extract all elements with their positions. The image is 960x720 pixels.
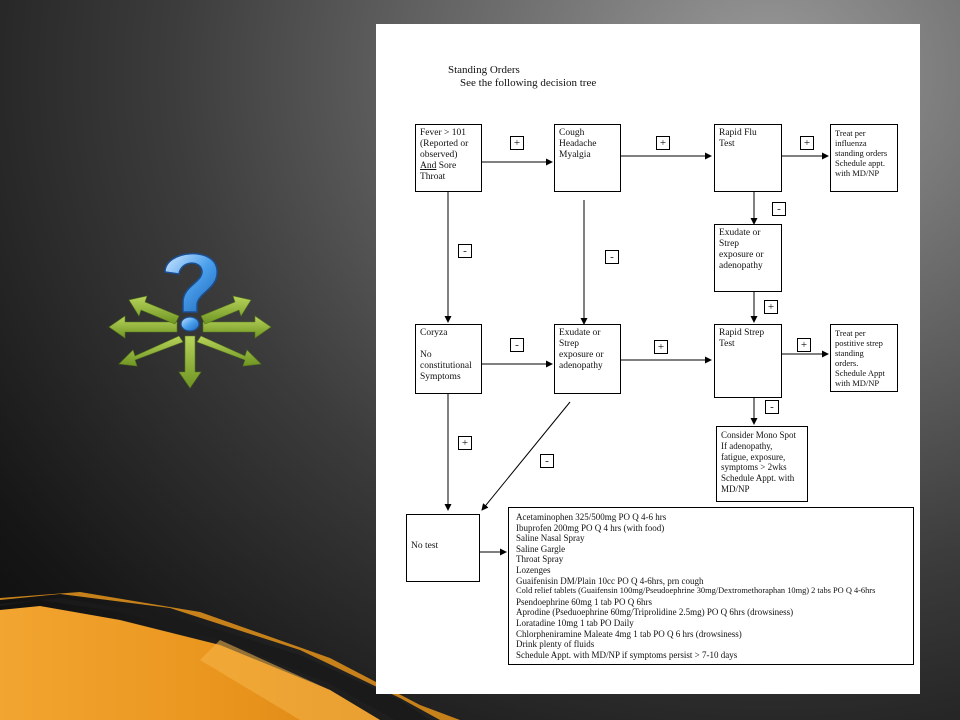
instruction-line: Cold relief tablets (Guaifensin 100mg/Ps… [516,586,876,596]
node-treat-influenza: Treat per influenza standing orders Sche… [830,124,898,192]
instructions-box: Acetaminophen 325/500mg PO Q 4-6 hrs Ibu… [508,507,914,665]
decision-tree-connectors [444,152,829,556]
document-title: Standing Orders [448,64,520,76]
node-no-test: No test [406,514,480,582]
instruction-line: Guaifenisin DM/Plain 10cc PO Q 4-6hrs, p… [516,575,704,586]
instruction-line: Saline Nasal Spray [516,533,585,544]
node-consider-mono-spot: Consider Mono Spot If adenopathy, fatigu… [716,426,808,502]
plus-sign: + [764,300,778,314]
minus-sign: - [540,454,554,468]
plus-sign: + [458,436,472,450]
node-rapid-strep-test: Rapid Strep Test [714,324,782,398]
minus-sign: - [458,244,472,258]
plus-sign: + [656,136,670,150]
minus-sign: - [605,250,619,264]
instruction-line: Schedule Appt. with MD/NP if symptoms pe… [516,649,738,660]
node-coryza: Coryza No constitutional Symptoms [415,324,482,394]
instruction-line: Loratadine 10mg 1 tab PO Daily [516,617,634,628]
node-fever-sore-throat: Fever > 101 (Reported or observed) And S… [415,124,482,192]
instruction-line: Psendoephrine 60mg 1 tab PO Q 6hrs [516,596,652,607]
instruction-line: Lozenges [516,564,551,575]
node-rapid-flu-test: Rapid Flu Test [714,124,782,192]
instruction-line: Throat Spray [516,554,564,565]
standing-orders-document: Standing Orders See the following decisi… [376,24,920,694]
node-cough-headache-myalgia: Cough Headache Myalgia [554,124,621,192]
question-mark-arrows-icon [108,253,272,389]
minus-sign: - [772,202,786,216]
node-exudate-strep-mid: Exudate or Strep exposure or adenopathy [554,324,621,394]
instruction-line: Acetaminophen 325/500mg PO Q 4-6 hrs [516,512,667,522]
minus-sign: - [765,400,779,414]
plus-sign: + [654,340,668,354]
plus-sign: + [510,136,524,150]
document-subtitle: See the following decision tree [460,77,597,89]
instruction-line: Drink plenty of fluids [516,639,595,650]
instruction-line: Chlorpheniramine Maleate 4mg 1 tab PO Q … [516,628,742,639]
instruction-line: Aprodine (Pseduoephrine 60mg/Triprolidin… [516,607,794,618]
instruction-line: Saline Gargle [516,543,566,554]
node-exudate-strep-top: Exudate or Strep exposure or adenopathy [714,224,782,292]
minus-sign: - [510,338,524,352]
plus-sign: + [797,338,811,352]
plus-sign: + [800,136,814,150]
node-treat-strep: Treat per postitive strep standing order… [830,324,898,392]
instruction-line: Ibuprofen 200mg PO Q 4 hrs (with food) [516,522,665,533]
